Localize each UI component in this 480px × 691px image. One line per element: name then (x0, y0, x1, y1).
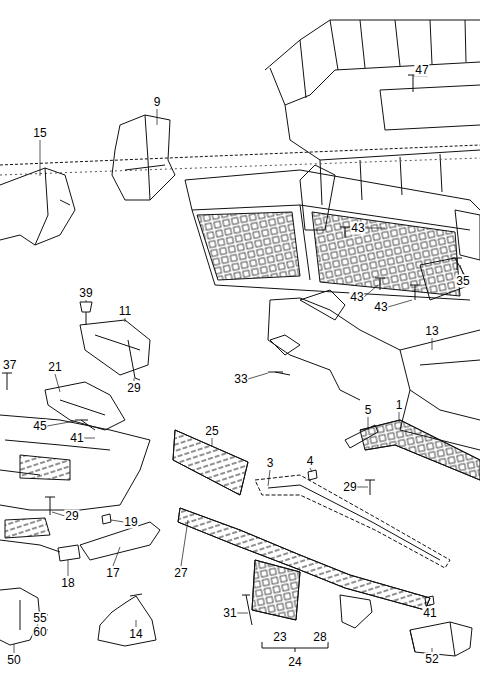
callout-number: 14 (128, 628, 143, 641)
callout-number: 3 (266, 457, 275, 470)
callout-number: 23 (272, 631, 287, 644)
callout-number: 24 (287, 656, 302, 669)
callout-number: 5 (364, 404, 373, 417)
callout-number: 4 (306, 455, 315, 468)
callout-number: 27 (173, 567, 188, 580)
callout-number: 9 (153, 96, 162, 109)
callout-number: 35 (455, 275, 470, 288)
callout-number: 18 (60, 577, 75, 590)
callout-number: 11 (118, 305, 132, 318)
callout-number: 41 (422, 607, 437, 620)
callout-number: 55 (32, 612, 47, 625)
callout-number: 43 (373, 301, 388, 314)
callout-number: 31 (222, 607, 237, 620)
callout-number: 45 (32, 420, 47, 433)
callout-number: 39 (78, 287, 93, 300)
callout-number: 60 (32, 626, 47, 639)
callout-number: 37 (2, 359, 17, 372)
callout-number: 17 (105, 567, 120, 580)
callout-number: 41 (69, 432, 84, 445)
callout-number: 52 (424, 653, 439, 666)
callout-number: 21 (47, 361, 62, 374)
callout-number: 28 (312, 631, 327, 644)
callout-number: 50 (6, 654, 21, 667)
callout-number: 29 (64, 510, 79, 523)
callout-number: 43 (349, 291, 364, 304)
callout-number: 15 (32, 127, 47, 140)
callout-number: 1 (395, 399, 404, 412)
callout-number: 29 (342, 481, 357, 494)
callout-number: 25 (204, 425, 219, 438)
callout-number: 43 (350, 222, 365, 235)
callout-number: 19 (123, 516, 138, 529)
callout-number: 33 (233, 373, 248, 386)
callout-number: 13 (424, 325, 439, 338)
callout-number: 47 (414, 64, 429, 77)
callout-number: 29 (126, 382, 141, 395)
